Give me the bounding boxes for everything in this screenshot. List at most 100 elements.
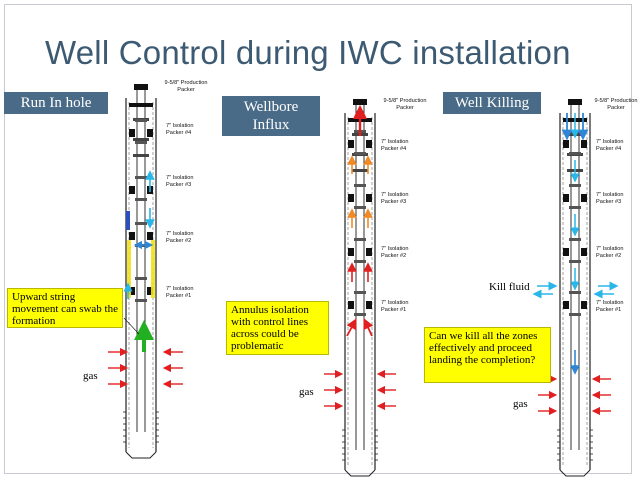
callout-leader: [123, 317, 140, 335]
isolation-packer-label: Packer #1: [381, 307, 406, 313]
isolation-packer: [563, 140, 569, 148]
isolation-packer: [366, 301, 372, 309]
production-packer: [129, 103, 153, 107]
production-packer-label: Packer: [607, 105, 625, 111]
swab-zone-right: [151, 240, 155, 298]
casing-shoe: [125, 451, 157, 459]
casing-shoe: [344, 469, 376, 477]
isolation-packer-label: 7" Isolation: [596, 246, 624, 252]
isolation-packer-label: Packer #1: [596, 307, 621, 313]
influx-up-arrow: [346, 318, 357, 337]
isolation-packer-label: 7" Isolation: [166, 175, 194, 181]
tubing-coupling: [135, 277, 147, 280]
callout-swab-warning: Upward string movement can swab the form…: [7, 288, 123, 328]
isolation-packer: [348, 140, 354, 148]
isolation-packer-label: 7" Isolation: [166, 286, 194, 292]
callout-kill-zones: Can we kill all the zones effectively an…: [424, 327, 551, 383]
wellhead: [568, 99, 582, 105]
callout-annulus-isolation: Annulus isolation with control lines acr…: [226, 301, 329, 355]
influx-up-arrow: [363, 318, 374, 337]
well-schematic: [557, 99, 593, 477]
tubing-coupling: [135, 176, 147, 179]
isolation-packer-label: 7" Isolation: [596, 192, 624, 198]
isolation-packer: [348, 301, 354, 309]
isolation-packer: [129, 232, 135, 240]
isolation-packer-label: Packer #4: [166, 130, 191, 136]
isolation-packer-label: Packer #4: [381, 146, 406, 152]
wellhead: [353, 99, 367, 105]
tubing-coupling: [569, 313, 581, 316]
isolation-packer-label: Packer #2: [596, 253, 621, 259]
tubing-coupling: [354, 206, 366, 209]
tubing-coupling: [569, 184, 581, 187]
production-packer-label: Packer: [177, 87, 195, 93]
isolation-packer: [366, 194, 372, 202]
tubing-coupling: [569, 152, 581, 155]
isolation-packer-label: Packer #2: [166, 238, 191, 244]
tubing-coupling: [135, 119, 147, 122]
tubing-coupling: [569, 206, 581, 209]
tubing-coupling: [133, 154, 149, 157]
slide-title: Well Control during IWC installation: [45, 34, 571, 71]
isolation-packer: [147, 232, 153, 240]
isolation-packer: [348, 248, 354, 256]
isolation-packer-label: Packer #3: [381, 199, 406, 205]
isolation-packer-label: 7" Isolation: [166, 231, 194, 237]
production-packer-label: 9-5/8" Production: [594, 98, 637, 104]
isolation-packer: [147, 287, 153, 295]
kill-fluid-label: Kill fluid: [489, 281, 530, 293]
isolation-packer-label: 7" Isolation: [166, 123, 194, 129]
production-packer-label: 9-5/8" Production: [383, 98, 426, 104]
tubing-coupling: [354, 238, 366, 241]
flow-arrows-layer: [108, 104, 619, 416]
gas-label-panel-2: gas: [299, 386, 314, 398]
isolation-packer-label: 7" Isolation: [381, 300, 409, 306]
tubing-coupling: [569, 260, 581, 263]
tubing-coupling: [354, 260, 366, 263]
isolation-packer-label: 7" Isolation: [381, 246, 409, 252]
tubing-coupling: [354, 152, 366, 155]
control-line-band: [126, 211, 130, 230]
wells-layer: [123, 84, 593, 477]
slide-frame: [4, 4, 632, 474]
wellhead: [134, 84, 148, 90]
gas-label-panel-3: gas: [513, 398, 528, 410]
isolation-packer: [366, 248, 372, 256]
isolation-packer-label: Packer #1: [166, 293, 191, 299]
production-packer-label: 9-5/8" Production: [164, 80, 207, 86]
isolation-packer-label: 7" Isolation: [596, 300, 624, 306]
tubing-coupling: [135, 222, 147, 225]
tubing-coupling: [135, 141, 147, 144]
isolation-packer: [581, 301, 587, 309]
isolation-packer: [129, 186, 135, 194]
isolation-packer-label: Packer #3: [166, 182, 191, 188]
tubing-coupling: [354, 291, 366, 294]
tubing-coupling: [569, 291, 581, 294]
isolation-packer-label: Packer #3: [596, 199, 621, 205]
tubing-coupling: [135, 299, 147, 302]
panel-header-run-in-hole: Run In hole: [4, 92, 108, 114]
isolation-packer: [581, 248, 587, 256]
isolation-packer: [129, 129, 135, 137]
swab-zone-left: [127, 240, 131, 298]
isolation-packer: [563, 301, 569, 309]
well-schematic: [342, 99, 378, 477]
tubing-coupling: [354, 184, 366, 187]
panel-header-wellbore-influx: Wellbore Influx: [222, 96, 320, 136]
isolation-packer: [348, 194, 354, 202]
isolation-packer-label: Packer #4: [596, 146, 621, 152]
casing-shoe: [559, 469, 591, 477]
gas-label-panel-1: gas: [83, 370, 98, 382]
isolation-packer-label: 7" Isolation: [596, 139, 624, 145]
isolation-packer: [581, 140, 587, 148]
isolation-packer: [563, 194, 569, 202]
isolation-packer: [581, 194, 587, 202]
tubing-coupling: [569, 238, 581, 241]
tubing-coupling: [135, 198, 147, 201]
well-schematic: [123, 84, 159, 459]
tubing-coupling: [352, 169, 368, 172]
panel-header-well-killing: Well Killing: [443, 92, 541, 114]
isolation-packer-label: 7" Isolation: [381, 192, 409, 198]
isolation-packer: [366, 140, 372, 148]
